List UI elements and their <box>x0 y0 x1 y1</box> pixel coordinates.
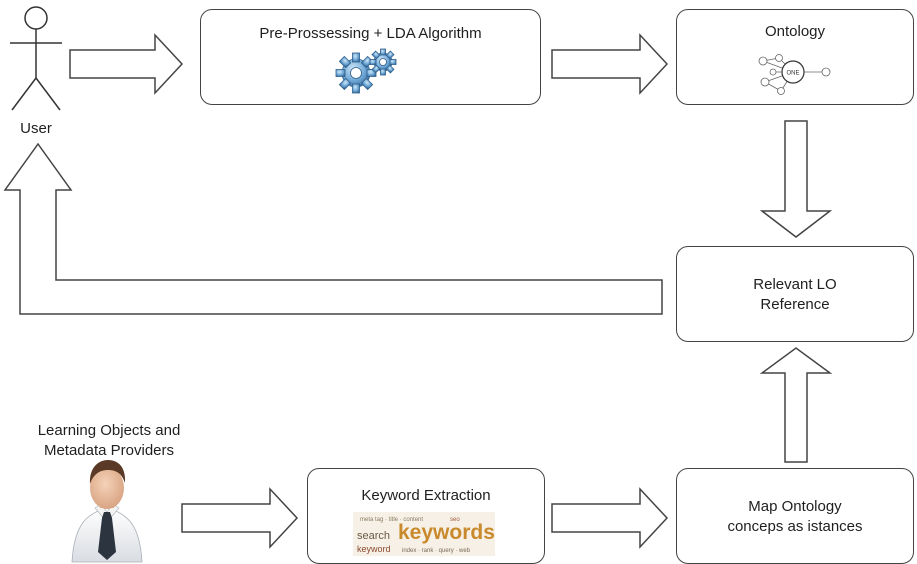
map-ontology-box: Map Ontology conceps as istances <box>676 468 914 564</box>
relevant-lo-label: Relevant LO Reference <box>753 276 837 313</box>
user-head-icon <box>24 6 48 30</box>
arrow-user-to-preprocessing <box>69 33 184 95</box>
user-right-leg-line <box>35 77 61 111</box>
preprocessing-label: Pre-Prossessing + LDA Algorithm <box>259 25 482 42</box>
relevant-lo-box: Relevant LO Reference <box>676 246 914 342</box>
ontology-box: Ontology <box>676 9 914 105</box>
arrow-providers-to-keyword-extraction <box>181 487 299 549</box>
arrow-relevant-lo-to-user <box>3 142 663 315</box>
preprocessing-box: Pre-Prossessing + LDA Algorithm <box>200 9 541 105</box>
keyword-extraction-label: Keyword Extraction <box>361 487 491 504</box>
user-stick-figure-icon <box>10 6 62 111</box>
providers-label: Learning Objects and Metadata Providers <box>37 422 181 459</box>
user-left-leg-line <box>11 77 37 111</box>
user-label: User <box>20 120 52 137</box>
arrow-preprocessing-to-ontology <box>551 33 669 95</box>
arrow-map-ontology-to-relevant-lo <box>759 347 833 463</box>
keyword-extraction-box: Keyword Extraction <box>307 468 545 564</box>
business-person-icon <box>71 460 143 563</box>
map-ontology-label: Map Ontology conceps as istances <box>727 498 863 535</box>
arrow-ontology-to-relevant-lo <box>759 120 833 238</box>
ontology-label: Ontology <box>764 23 826 40</box>
arrow-keyword-extraction-to-map-ontology <box>551 487 669 549</box>
